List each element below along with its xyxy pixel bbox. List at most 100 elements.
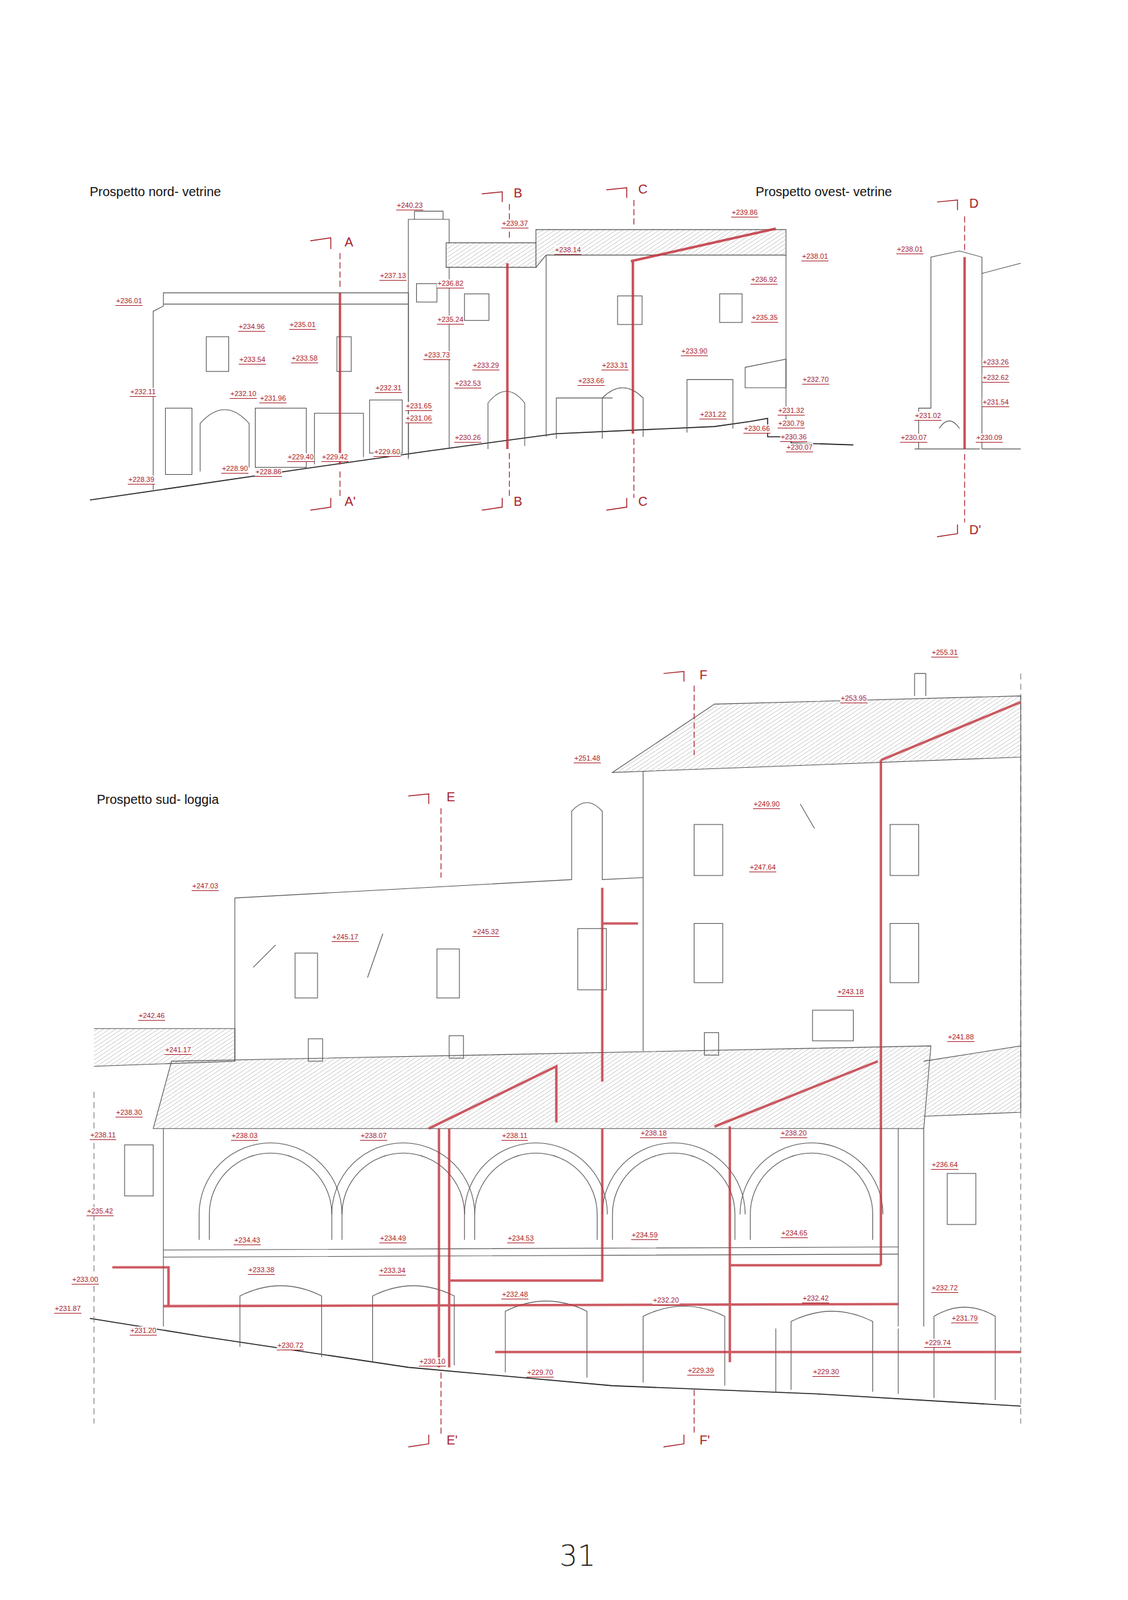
elevation-mark: +238.20 <box>780 1129 808 1139</box>
elevation-mark: +238.18 <box>640 1129 668 1139</box>
elevation-mark: +230.72 <box>276 1341 304 1351</box>
section-mark: B <box>512 185 524 201</box>
section-mark: F' <box>698 1433 712 1449</box>
section-mark: C <box>636 181 649 197</box>
elevation-mark: +233.00 <box>71 1275 99 1285</box>
elevation-mark: +232.42 <box>802 1294 830 1304</box>
elevation-mark: +239.37 <box>501 219 529 229</box>
elevation-mark: +234.65 <box>780 1229 808 1239</box>
section-mark: D <box>967 196 980 212</box>
elevation-mark: +235.42 <box>86 1207 114 1217</box>
elevation-mark: +233.66 <box>577 376 605 386</box>
section-mark: A' <box>343 494 357 510</box>
elevation-mark: +233.26 <box>982 358 1010 368</box>
elevation-mark: +232.20 <box>652 1296 680 1306</box>
elevation-mark: +232.72 <box>931 1284 959 1294</box>
section-mark: D' <box>967 522 983 538</box>
elevation-mark: +230.07 <box>900 433 928 443</box>
elevation-mark: +233.58 <box>291 354 319 364</box>
elevation-mark: +228.90 <box>221 464 249 474</box>
section-mark: E <box>445 789 457 805</box>
elevation-mark: +230.79 <box>777 419 805 429</box>
elevation-mark: +247.64 <box>749 863 777 873</box>
section-mark: A <box>343 234 355 250</box>
elevation-mark: +238.07 <box>360 1131 388 1141</box>
elevation-mark: +233.54 <box>238 355 266 365</box>
elevation-mark: +232.31 <box>374 383 403 393</box>
elevation-mark: +238.11 <box>501 1131 528 1141</box>
elevation-mark: +235.35 <box>751 313 779 323</box>
elevation-mark: +251.48 <box>573 754 601 764</box>
elevation-mark: +232.48 <box>501 1290 529 1300</box>
elevation-mark: +238.30 <box>115 1108 143 1118</box>
elevation-mark: +228.39 <box>127 475 155 485</box>
elevation-mark: +232.53 <box>454 379 482 389</box>
elevation-mark: +228.86 <box>254 467 282 477</box>
elevation-mark: +234.49 <box>379 1234 407 1244</box>
elevation-mark: +236.92 <box>750 275 778 285</box>
elevation-mark: +230.26 <box>454 433 482 443</box>
elevation-mark: +249.90 <box>753 800 781 810</box>
elevation-mark: +233.31 <box>601 361 629 371</box>
elevation-mark: +233.29 <box>472 361 500 371</box>
elevation-mark: +229.42 <box>321 453 349 463</box>
elevation-mark: +233.34 <box>378 1266 406 1276</box>
elevation-mark: +232.11 <box>129 387 157 397</box>
elevation-mark: +232.62 <box>982 373 1010 383</box>
elevation-mark: +231.02 <box>914 411 942 421</box>
elevation-mark: +230.10 <box>418 1357 446 1367</box>
section-mark: F <box>698 667 709 683</box>
elevation-mark: +237.13 <box>379 271 407 281</box>
elevation-mark: +232.70 <box>802 375 830 385</box>
elevation-mark: +232.10 <box>229 389 257 399</box>
elevation-mark: +234.59 <box>631 1231 659 1241</box>
elevation-mark: +238.01 <box>801 252 829 262</box>
elevation-mark: +241.88 <box>947 1033 975 1043</box>
elevation-mark: +238.14 <box>554 245 582 255</box>
elevation-mark: +231.20 <box>129 1326 157 1336</box>
elevation-mark: +230.07 <box>785 443 814 453</box>
elevation-mark: +233.38 <box>247 1266 275 1276</box>
elevation-mark: +234.43 <box>233 1236 261 1246</box>
elevation-mark: +235.01 <box>289 320 317 330</box>
elevation-mark: +233.90 <box>680 347 708 357</box>
elevation-mark: +240.23 <box>396 201 424 211</box>
elevation-mark: +234.96 <box>238 322 266 332</box>
elevation-mark: +231.87 <box>54 1304 82 1314</box>
elevation-mark: +230.36 <box>780 433 808 443</box>
elevation-mark: +238.03 <box>231 1131 259 1141</box>
elevation-mark: +229.60 <box>373 447 401 457</box>
section-mark: E' <box>445 1433 459 1449</box>
elevation-mark: +255.31 <box>931 648 959 658</box>
elevation-mark: +231.06 <box>405 414 433 424</box>
elevation-mark: +230.09 <box>975 433 1003 443</box>
elevation-mark: +247.03 <box>191 882 219 892</box>
elevation-mark: +231.96 <box>259 394 287 404</box>
elevation-mark: +245.32 <box>472 927 500 937</box>
elevation-mark: +236.64 <box>931 1160 959 1170</box>
elevation-mark: +229.74 <box>924 1339 952 1349</box>
elevation-mark: +241.17 <box>164 1046 192 1056</box>
elevation-mark: +233.73 <box>423 351 451 361</box>
page-number: 31 <box>559 1539 596 1573</box>
elevation-mark: +245.17 <box>331 933 359 943</box>
elevation-mark: +238.11 <box>89 1131 117 1141</box>
elevation-mark: +229.30 <box>812 1368 840 1378</box>
elevation-mark: +253.95 <box>840 694 868 704</box>
elevation-mark: +231.65 <box>405 402 433 412</box>
elevation-mark: +229.39 <box>687 1366 715 1376</box>
elevation-mark: +231.32 <box>777 406 805 416</box>
elevation-mark: +229.40 <box>287 453 315 463</box>
elevation-mark: +235.24 <box>436 315 464 325</box>
elevation-mark: +234.53 <box>507 1234 535 1244</box>
view-title: Prospetto ovest- vetrine <box>755 184 892 200</box>
elevation-mark: +231.22 <box>699 410 727 420</box>
elevation-mark: +238.01 <box>896 245 924 255</box>
elevation-mark: +239.86 <box>731 208 759 218</box>
section-mark: C <box>636 494 649 510</box>
elevation-mark: +230.66 <box>743 424 771 434</box>
elevation-mark: +231.79 <box>951 1314 979 1324</box>
elevation-mark: +243.18 <box>836 987 865 998</box>
view-title: Prospetto sud- loggia <box>96 792 219 808</box>
